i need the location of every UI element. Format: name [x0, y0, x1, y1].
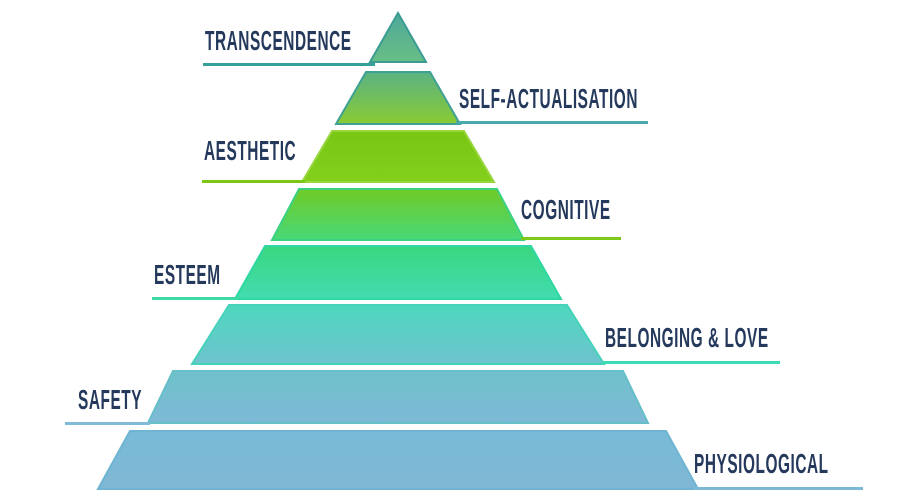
safety-underline: [65, 422, 150, 425]
label-belonging-love-text: BELONGING & LOVE: [605, 322, 769, 353]
self-actualisation-underline: [456, 121, 648, 124]
label-aesthetic: AESTHETIC: [204, 137, 296, 165]
label-self-actualisation-text: SELF-ACTUALISATION: [459, 83, 638, 114]
label-aesthetic-text: AESTHETIC: [204, 135, 297, 166]
label-self-actualisation: SELF-ACTUALISATION: [459, 85, 638, 113]
label-safety: SAFETY: [78, 386, 142, 414]
pyramid-level-belonging-love: [190, 304, 606, 365]
label-belonging-love: BELONGING & LOVE: [605, 324, 769, 352]
pyramid-level-physiological: [96, 430, 700, 490]
label-esteem-text: ESTEEM: [154, 259, 221, 290]
belonging-love-underline: [602, 361, 780, 364]
label-transcendence: TRANSCENDENCE: [205, 27, 352, 55]
pyramid-level-esteem: [233, 245, 563, 300]
label-safety-text: SAFETY: [78, 384, 143, 415]
label-cognitive: COGNITIVE: [521, 196, 611, 224]
label-esteem: ESTEEM: [154, 261, 221, 289]
label-physiological-text: PHYSIOLOGICAL: [694, 448, 829, 479]
pyramid-level-aesthetic: [300, 130, 496, 183]
esteem-underline: [152, 297, 238, 300]
transcendence-underline: [203, 63, 375, 66]
physiological-underline: [694, 487, 863, 490]
label-physiological: PHYSIOLOGICAL: [694, 450, 829, 478]
pyramid-level-self-actualisation: [334, 71, 462, 125]
pyramid-level-transcendence: [368, 10, 428, 63]
cognitive-underline: [521, 237, 621, 240]
label-cognitive-text: COGNITIVE: [521, 194, 611, 225]
label-transcendence-text: TRANSCENDENCE: [205, 25, 352, 56]
pyramid-level-safety: [146, 370, 650, 424]
aesthetic-underline: [202, 180, 305, 183]
pyramid-level-cognitive: [270, 188, 526, 241]
